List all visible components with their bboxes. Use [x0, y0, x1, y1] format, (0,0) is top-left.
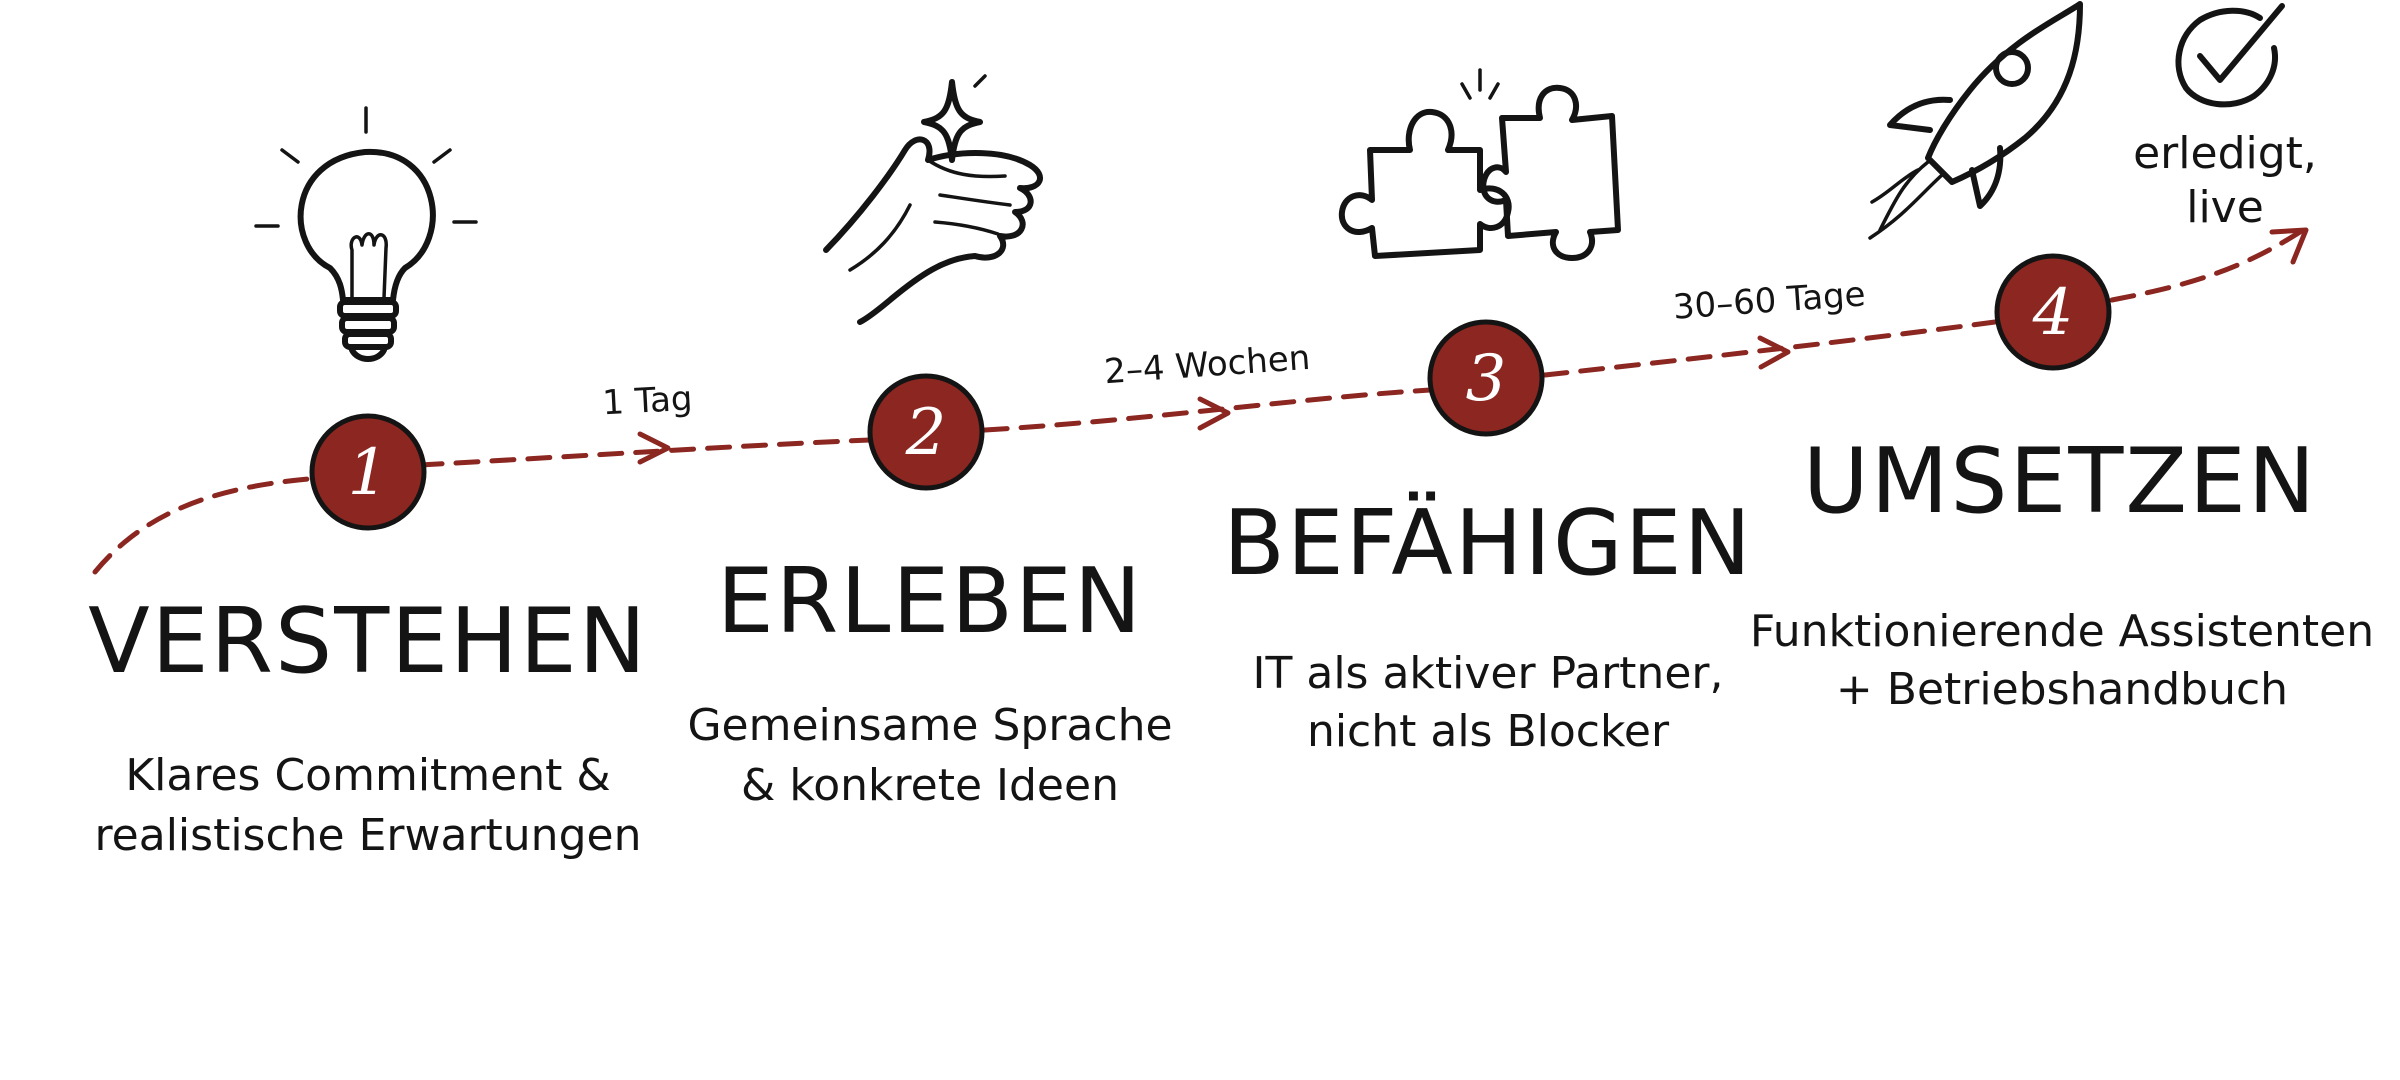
path-segment-1-2 — [417, 437, 873, 468]
path-segment-start — [92, 475, 323, 575]
svg-text:1: 1 — [348, 436, 389, 510]
duration-label-3: 30–60 Tage — [1672, 274, 1867, 327]
step-title-1: VERSTEHEN — [88, 589, 648, 694]
arrow-head-1-2 — [637, 431, 671, 465]
duration-label-1: 1 Tag — [601, 379, 693, 424]
duration-label-2: 2–4 Wochen — [1103, 338, 1312, 392]
checkmark-circle-icon — [2175, 3, 2285, 108]
lightbulb-icon — [254, 106, 478, 362]
path-segment-end — [2109, 229, 2303, 303]
step-desc-3-line1: IT als aktiver Partner, — [1253, 648, 1724, 699]
step-desc-2-line2: & konkrete Ideen — [741, 760, 1119, 811]
step-title-3: BEFÄHIGEN — [1223, 490, 1753, 596]
hand-sparkle-icon — [823, 74, 1043, 325]
svg-text:2: 2 — [905, 396, 947, 470]
path-segment-3-4 — [1542, 319, 1998, 378]
step-marker-2: 2 — [867, 373, 985, 491]
step-marker-3: 3 — [1427, 319, 1545, 437]
finish-label-line1: erledigt, — [2133, 128, 2317, 179]
step-marker-1: 1 — [309, 413, 427, 531]
step-desc-4-line1: Funktionierende Assistenten — [1750, 606, 2374, 657]
step-desc-2-line1: Gemeinsame Sprache — [687, 700, 1172, 751]
arrow-head-2-3 — [1197, 396, 1231, 431]
step-title-2: ERLEBEN — [717, 549, 1143, 654]
step-desc-1-line1: Klares Commitment & — [125, 750, 610, 801]
step-marker-4: 4 — [1994, 253, 2112, 371]
progress-path — [92, 227, 2309, 575]
step-desc-1-line2: realistische Erwartungen — [95, 810, 642, 861]
svg-text:4: 4 — [2032, 276, 2074, 350]
arrow-head-3-4 — [1757, 335, 1791, 370]
step-desc-3-line2: nicht als Blocker — [1307, 706, 1670, 757]
arrow-head-end — [2269, 227, 2309, 265]
puzzle-pieces-icon — [1338, 68, 1621, 261]
step-title-4: UMSETZEN — [1803, 429, 2317, 534]
finish-label-line2: live — [2186, 182, 2264, 233]
step-desc-4-line2: + Betriebshandbuch — [1836, 664, 2288, 715]
rocket-icon — [1868, 1, 2083, 240]
svg-text:3: 3 — [1466, 342, 1507, 416]
